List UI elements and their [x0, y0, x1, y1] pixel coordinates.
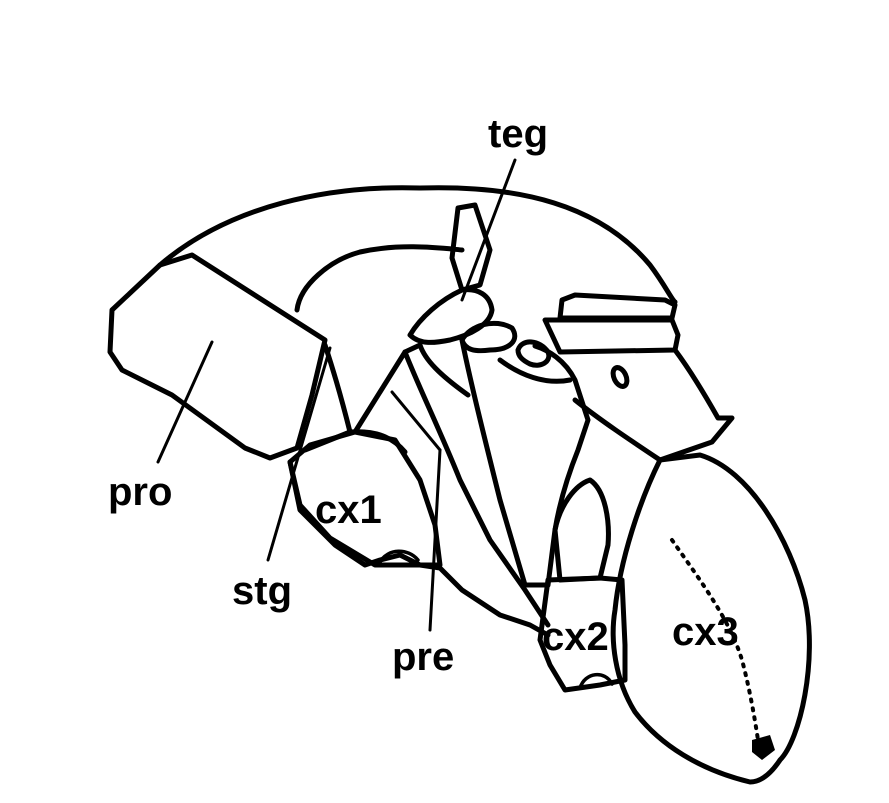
coxa2-notch [578, 673, 614, 690]
tegula-base [449, 202, 493, 293]
propleuron-region [294, 244, 465, 313]
pronotum-plate [107, 252, 328, 461]
leader-pre [428, 448, 442, 632]
mesocoxa-socket [552, 477, 611, 583]
coxa3-condyle [752, 735, 775, 760]
mesopleuron-front [402, 349, 551, 628]
wing-base-sclerite [459, 320, 518, 354]
label-cx1: cx1 [315, 488, 382, 532]
spiracle [610, 365, 630, 389]
label-cx2: cx2 [542, 615, 609, 659]
coxa1-outline [287, 429, 443, 568]
metapleuron-suture [572, 397, 663, 463]
leader-stg [266, 346, 332, 562]
coxa3-outline [610, 452, 812, 785]
wing-base-small-sclerite [515, 339, 552, 368]
label-teg: teg [488, 112, 548, 156]
leader-pre-upper [390, 390, 442, 452]
coxa1-notch [378, 549, 420, 564]
mesopleuron-inner [497, 357, 573, 384]
leader-pro [156, 340, 214, 464]
metapleuron-upper [657, 347, 735, 463]
metanotum-band-upper [557, 292, 678, 321]
tegula-outline [407, 287, 495, 345]
metanotum-band-lower [542, 317, 681, 355]
label-pre: pre [392, 635, 454, 679]
coxa3-dotted-suture [670, 538, 760, 742]
leader-teg [460, 158, 517, 302]
label-cx3: cx3 [672, 610, 739, 654]
prepectus-wedge [352, 342, 471, 435]
label-pro: pro [108, 470, 172, 514]
label-stg: stg [232, 569, 292, 613]
dorsal-dome-outline [157, 185, 678, 305]
